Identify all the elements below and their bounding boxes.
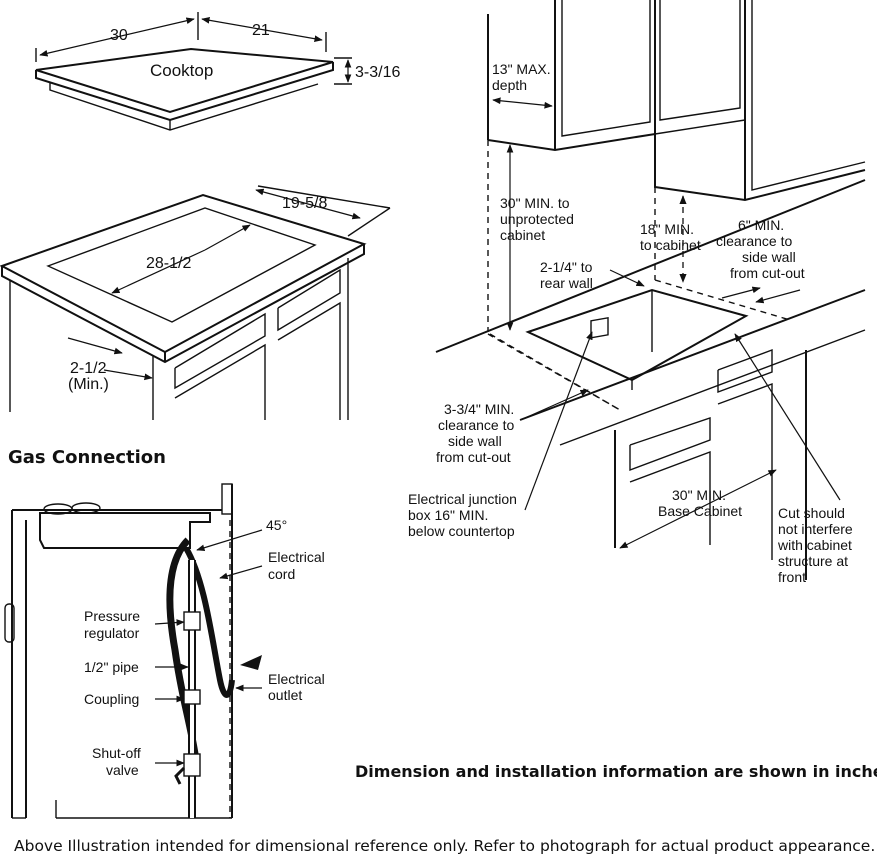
install-min-cabinet-line2: to cabinet [640,237,701,253]
install-side-right-line3: side wall [742,249,796,265]
gas-pressure-regulator-line1: Pressure [84,608,140,624]
install-max-depth-line2: depth [492,77,527,93]
install-rear-wall-line2: rear wall [540,275,593,291]
gas-angle-label: 45° [266,517,287,533]
gas-pipe-label: 1/2" pipe [84,659,139,675]
install-junction-box-line1: Electrical junction [408,491,517,507]
install-side-right-line1: 6" MIN. [738,217,784,233]
install-rear-wall-line1: 2-1/4" to [540,259,593,275]
install-max-depth-line1: 13" MAX. [492,61,551,77]
cutout-dim-width: 28-1/2 [146,255,191,272]
cooktop-drawing [35,12,352,131]
install-side-left-line3: side wall [448,433,502,449]
install-junction-box-line2: box 16" MIN. [408,507,488,523]
install-side-left-line2: clearance to [438,417,514,433]
footer-disclaimer: Above Illustration intended for dimensio… [14,837,875,855]
gas-electrical-outlet-line2: outlet [268,687,302,703]
cutout-dim-front-line1: 2-1/2 [70,360,107,377]
install-cut-note-line1: Cut should [778,505,845,521]
gas-electrical-cord-line1: Electrical [268,549,325,565]
dimensions-note: Dimension and installation information a… [355,762,877,781]
install-cut-note-line3: with cabinet [777,537,852,553]
gas-electrical-cord-line2: cord [268,566,295,582]
install-cut-note-line2: not interfere [778,521,853,537]
gas-shutoff-valve-line2: valve [106,762,139,778]
cooktop-dim-width: 30 [110,27,128,44]
install-min-unprotected-line1: 30" MIN. to [500,195,570,211]
gas-shutoff-valve-line1: Shut-off [92,745,141,761]
install-min-cabinet-line1: 18" MIN. [640,221,694,237]
cutout-dim-depth: 19-5/8 [282,195,327,212]
install-side-right-line4: from cut-out [730,265,805,281]
install-base-cabinet-line1: 30" MIN. [672,487,726,503]
install-base-cabinet-line2: Base Cabinet [658,503,742,519]
install-side-right-line2: clearance to [716,233,792,249]
install-min-unprotected-line2: unprotected [500,211,574,227]
install-cut-note-line5: front [778,569,806,585]
install-cut-note-line4: structure at [778,553,848,569]
cutout-dim-front-line2: (Min.) [68,376,109,393]
countertop-cutout-drawing [0,185,391,420]
install-min-unprotected-line3: cabinet [500,227,545,243]
cooktop-dim-height: 3-3/16 [355,64,400,81]
install-side-left-line4: from cut-out [436,449,511,465]
cooktop-dim-depth: 21 [252,22,270,39]
gas-pressure-regulator-line2: regulator [84,625,140,641]
install-side-left-line1: 3-3/4" MIN. [444,401,514,417]
gas-coupling-label: Coupling [84,691,139,707]
gas-connection-heading: Gas Connection [8,447,166,468]
install-junction-box-line3: below countertop [408,523,515,539]
gas-connection-drawing [4,483,263,819]
cooktop-label: Cooktop [150,61,213,80]
installation-clearance-drawing [435,0,866,580]
gas-electrical-outlet-line1: Electrical [268,671,325,687]
